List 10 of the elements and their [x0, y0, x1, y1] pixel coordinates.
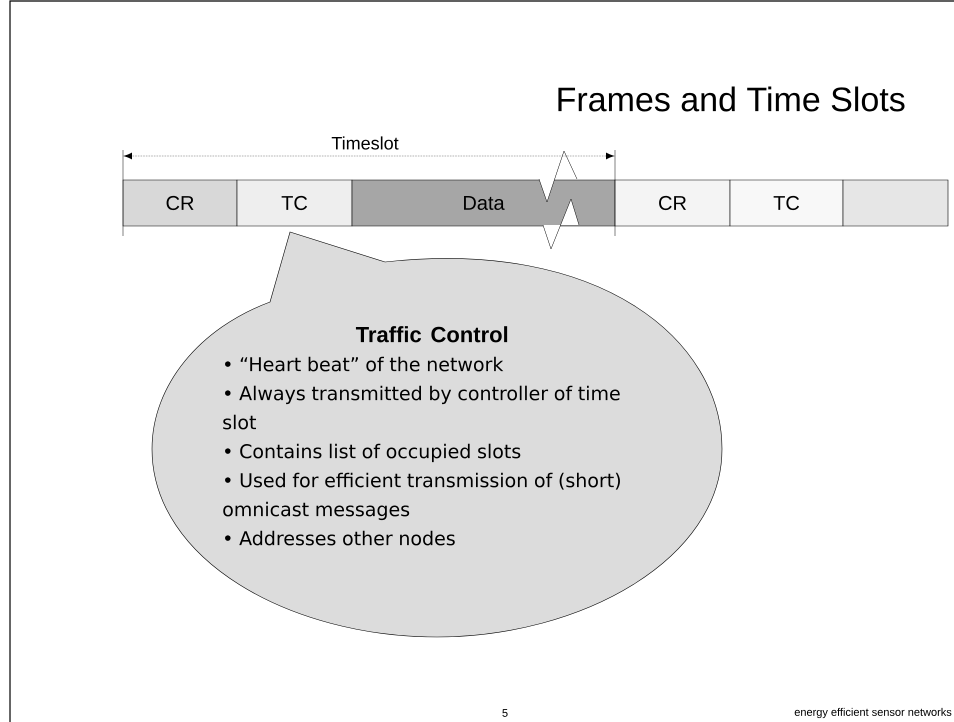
frame-slot: Data	[352, 180, 616, 226]
title: Frames and Time Slots	[558, 86, 905, 112]
speech-bubble: Traffic Control • “Heart beat” of the network • Always transmitted by controller of time slot • Contains list of occupied slots • Used for efficient transmission of (short) omnicast messages • Addresses other nodes	[152, 232, 722, 638]
frame-slot: CR	[614, 180, 730, 226]
page-number: 5	[502, 709, 508, 717]
frame-slot: TC	[236, 180, 352, 226]
frame-slot: TC	[730, 180, 844, 226]
dimension-label: Timeslot	[332, 136, 399, 150]
frame-slot: CR	[122, 180, 238, 226]
footer-text: energy efficient sensor networks	[794, 708, 952, 718]
